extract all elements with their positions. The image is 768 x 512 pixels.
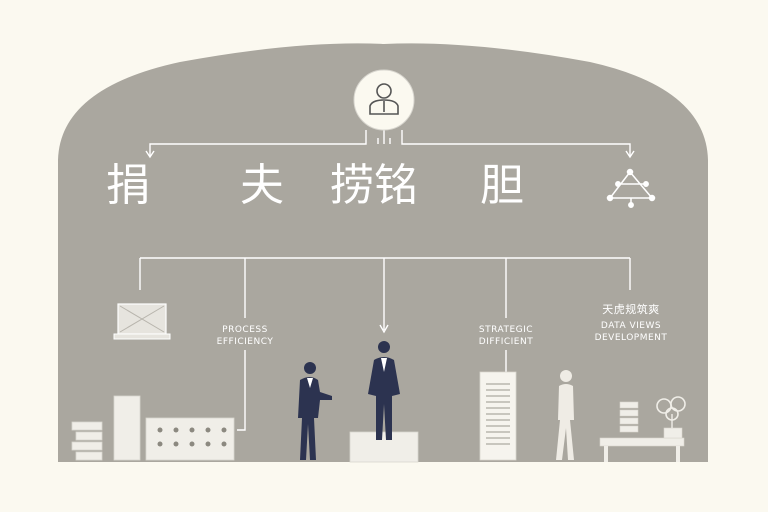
root-user-node[interactable]	[353, 69, 415, 131]
pedestal	[349, 431, 419, 463]
data-development-label: 天虎规筑爽 DATA VIEWS DEVELOPMENT	[586, 304, 676, 344]
woman-figure	[556, 370, 574, 460]
plant-icon	[656, 396, 686, 439]
top-char-2: 夫	[240, 160, 284, 211]
strategic-label-line1: STRATEGIC	[478, 325, 534, 335]
user-icon	[369, 83, 399, 115]
data-label-line1: DATA VIEWS	[600, 321, 662, 331]
gesturing-figure	[298, 362, 332, 460]
top-char-4: 胆	[480, 160, 524, 211]
branch-connectors	[139, 257, 631, 431]
strategic-label-line2: DIFFICIENT	[478, 337, 534, 347]
process-label-line2: EFFICIENCY	[216, 337, 274, 347]
process-label-line1: PROCESS	[222, 325, 268, 335]
strategic-label: STRATEGIC DIFFICIENT	[466, 324, 546, 348]
laptop-icon	[113, 303, 171, 340]
top-connectors	[145, 130, 635, 159]
data-label-line2: DEVELOPMENT	[594, 333, 668, 343]
tall-box	[113, 395, 141, 461]
top-char-3: 捞铭	[330, 160, 418, 211]
document-icon	[479, 371, 517, 461]
right-furniture	[599, 401, 685, 462]
book-stack	[71, 421, 103, 461]
arch-background	[58, 43, 708, 462]
leader-figure	[368, 341, 400, 440]
data-label-heading: 天虎规筑爽	[602, 303, 660, 316]
control-panel	[145, 417, 235, 461]
top-char-1: 捐	[106, 160, 150, 211]
network-icon	[606, 168, 656, 208]
process-efficiency-label: PROCESS EFFICIENCY	[205, 324, 285, 348]
